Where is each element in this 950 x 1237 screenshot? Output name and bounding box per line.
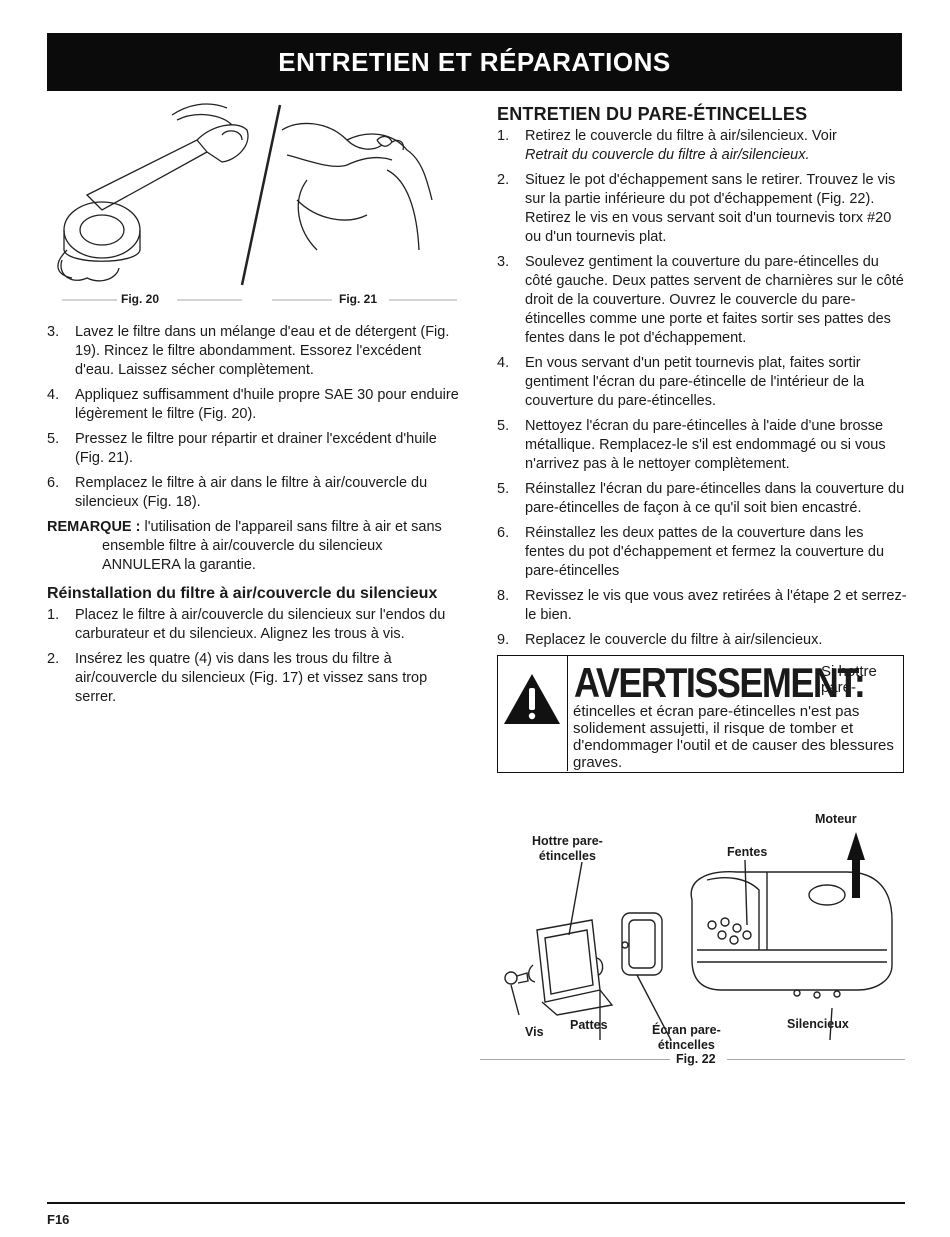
warranty-note: REMARQUE : l'utilisation de l'appareil s…: [47, 519, 442, 573]
page-banner: ENTRETIEN ET RÉPARATIONS: [47, 33, 902, 91]
spark-arrestor-steps: 1.Retirez le couvercle du filtre à air/s…: [497, 127, 907, 650]
list-item: 3.Lavez le filtre dans un mélange d'eau …: [47, 324, 450, 378]
caption-rule-right: [727, 1059, 905, 1060]
list-item: 8.Revissez le vis que vous avez retirées…: [497, 588, 907, 623]
footer-rule: [47, 1202, 905, 1204]
label-silencieux: Silencieux: [787, 1017, 849, 1031]
reinstall-steps: 1.Placez le filtre à air/couvercle du si…: [47, 606, 462, 707]
right-column: ENTRETIEN DU PARE-ÉTINCELLES 1.Retirez l…: [497, 100, 907, 656]
list-item: 6.Remplacez le filtre à air dans le filt…: [47, 475, 428, 510]
fig21-caption: Fig. 21: [339, 292, 378, 306]
list-item: 5.Réinstallez l'écran du pare-étincelles…: [497, 481, 905, 516]
left-column: Fig. 20 Fig. 21 3.Lavez le filtre dans u…: [47, 100, 462, 713]
caption-rule-left: [480, 1059, 670, 1060]
list-item: 5.Nettoyez l'écran du pare-étincelles à …: [497, 418, 886, 472]
label-fentes: Fentes: [727, 845, 768, 859]
reinstall-heading: Réinstallation du filtre à air/couvercle…: [47, 585, 438, 602]
warning-body: étincelles et écran pare-étincelles n'es…: [573, 703, 894, 771]
warning-box: AVERTISSEMENT: Si hottre pare- étincelle…: [497, 655, 904, 773]
list-item: 2.Insérez les quatre (4) vis dans les tr…: [47, 651, 428, 705]
list-item: 2.Situez le pot d'échappement sans le re…: [497, 172, 896, 245]
label-pattes: Pattes: [570, 1018, 608, 1032]
list-item: 1.Retirez le couvercle du filtre à air/s…: [497, 128, 837, 163]
label-ecran: Écran pare- étincelles: [652, 1023, 721, 1052]
list-item: 5.Pressez le filtre pour répartir et dra…: [47, 431, 437, 466]
label-hottre: Hottre pare- étincelles: [532, 834, 603, 863]
figure-22: Moteur Hottre pare- étincelles Fentes Vi…: [497, 810, 907, 1056]
spark-arrestor-heading: ENTRETIEN DU PARE-ÉTINCELLES: [497, 104, 808, 124]
label-moteur: Moteur: [815, 812, 857, 826]
list-item: 3.Soulevez gentiment la couverture du pa…: [497, 254, 904, 346]
cross-reference: Retrait du couvercle du filtre à air/sil…: [525, 147, 810, 163]
list-item: 4.Appliquez suffisamment d'huile propre …: [47, 387, 459, 422]
page-number: F16: [47, 1212, 70, 1227]
warning-triangle-icon: [498, 656, 568, 771]
list-item: 9.Replacez le couvercle du filtre à air/…: [497, 632, 823, 648]
figures-20-21: Fig. 20 Fig. 21: [47, 100, 462, 315]
list-item: 6.Réinstallez les deux pattes de la couv…: [497, 525, 885, 579]
cleaning-steps: 3.Lavez le filtre dans un mélange d'eau …: [47, 323, 462, 512]
spark-arrestor-diagram: [504, 832, 893, 1056]
label-vis: Vis: [525, 1025, 544, 1039]
fig20-caption: Fig. 20: [121, 292, 160, 306]
warning-lead: Si hottre pare-: [821, 663, 877, 696]
list-item: 1.Placez le filtre à air/couvercle du si…: [47, 607, 446, 642]
warning-title: AVERTISSEMENT:: [574, 658, 866, 706]
list-item: 4.En vous servant d'un petit tournevis p…: [497, 355, 865, 409]
fig22-caption: Fig. 22: [676, 1052, 716, 1066]
oil-filter-illustration: [57, 103, 457, 301]
